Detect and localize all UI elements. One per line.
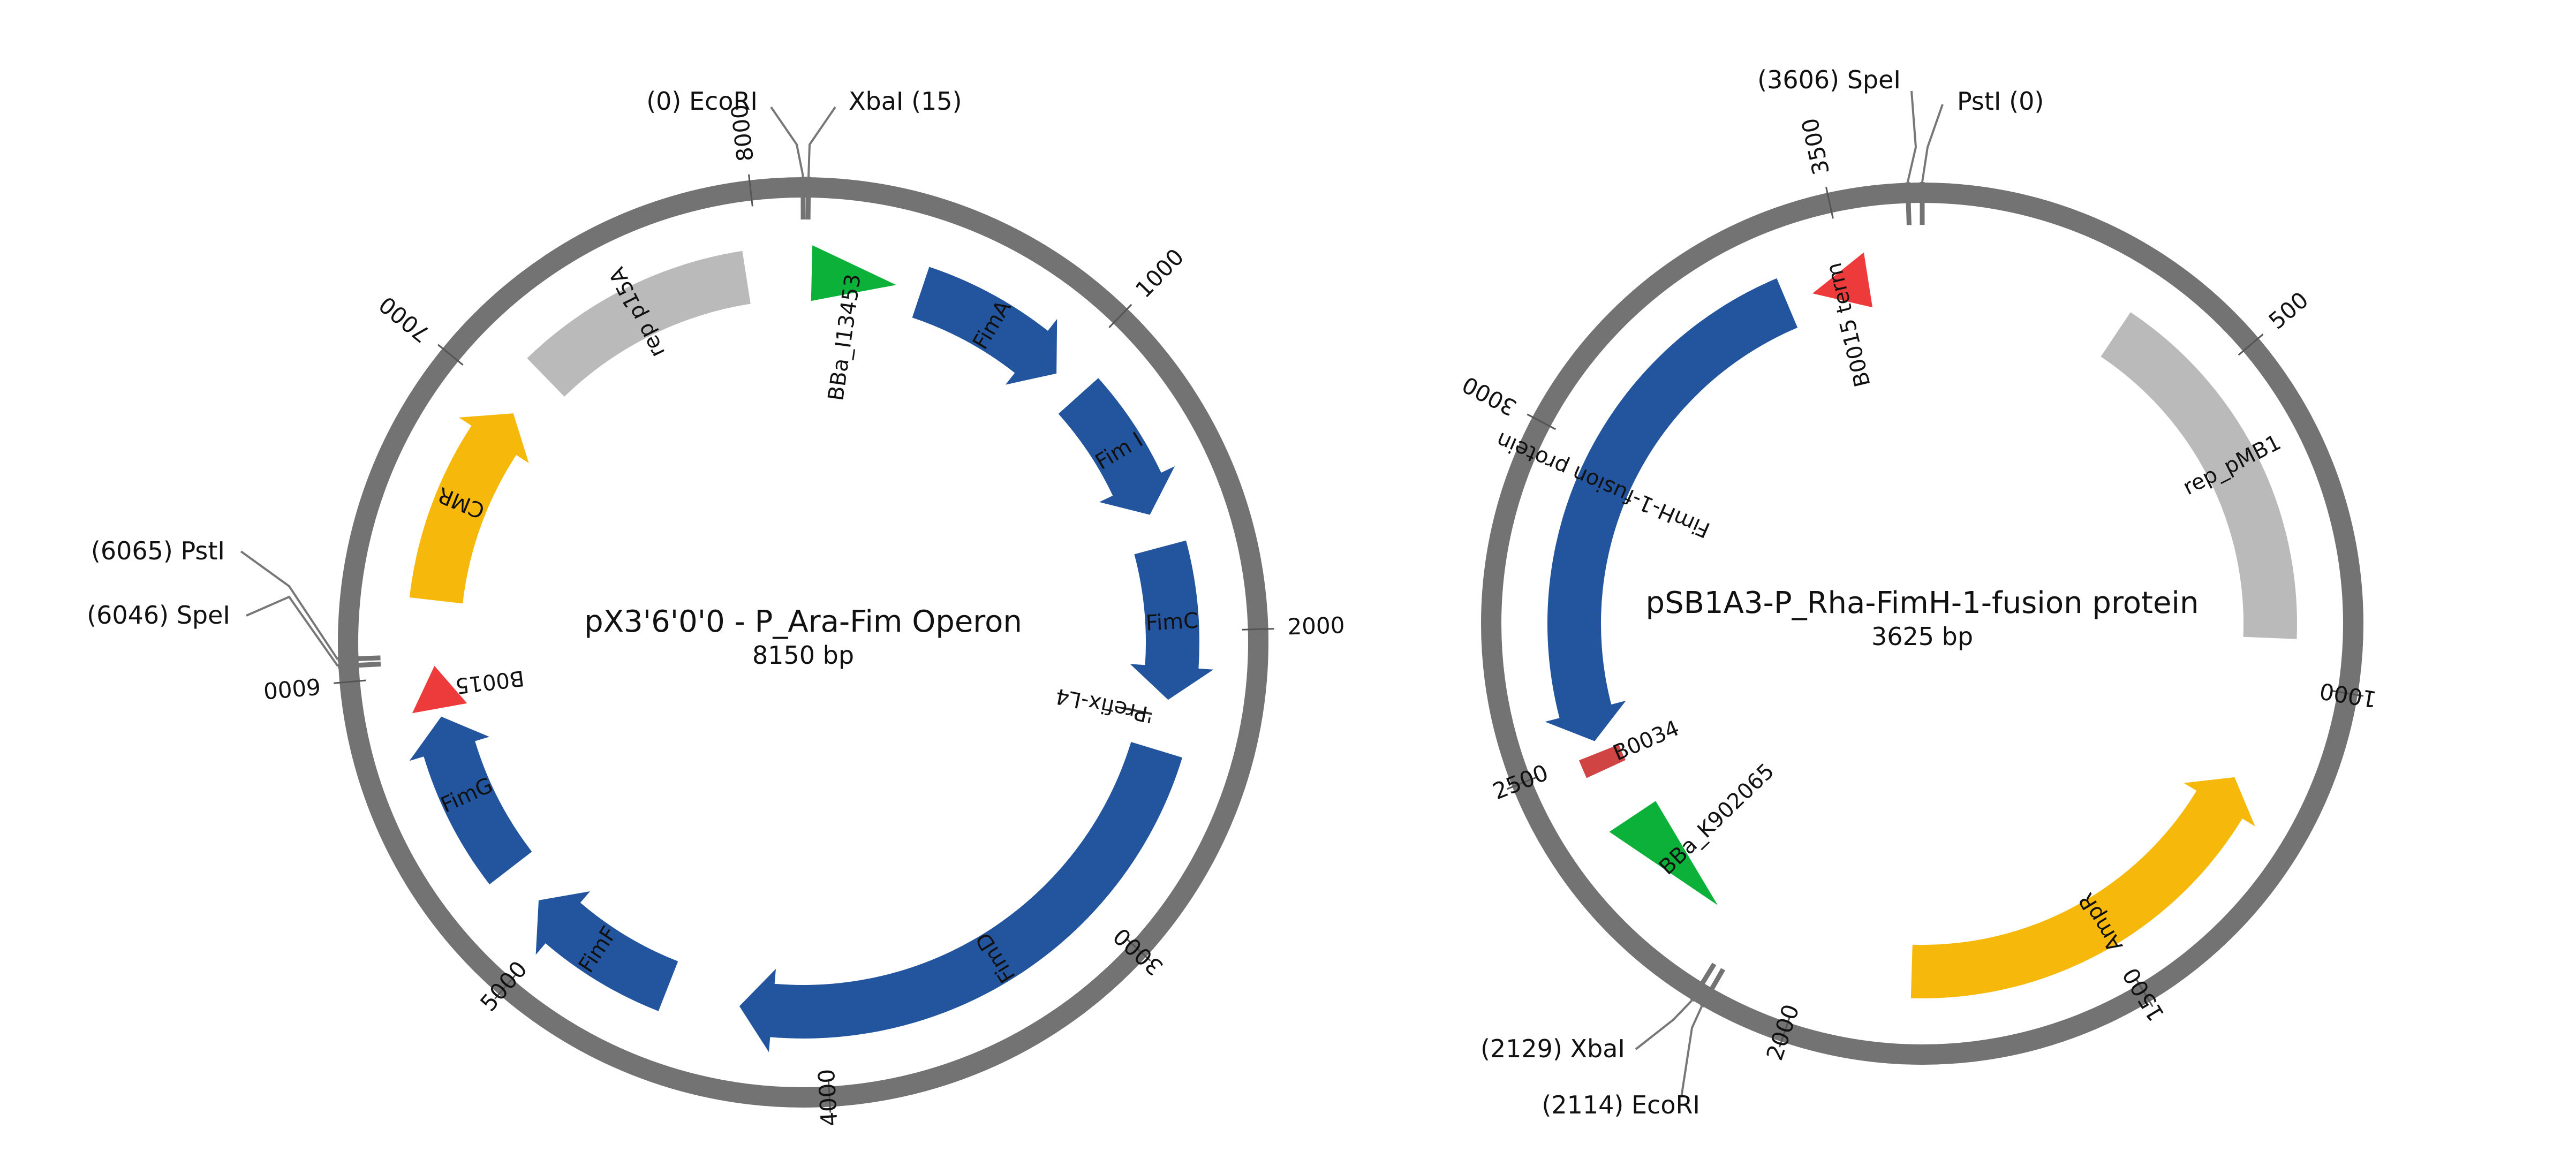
tick-mark xyxy=(827,1080,832,1113)
restriction-site-0-ecori: (0) EcoRI xyxy=(646,87,758,116)
site-leader-line xyxy=(807,106,836,177)
site-leader-line xyxy=(1906,90,1917,183)
site-marker xyxy=(805,177,811,220)
restriction-site-2129-xbai: (2129) XbaI xyxy=(1480,1034,1625,1063)
tick-label: 7000 xyxy=(374,291,435,348)
tick-label: 1000 xyxy=(1130,244,1189,303)
tick-mark xyxy=(2331,689,2364,697)
tick-mark xyxy=(1242,628,1274,631)
feature-b0015-label: B0015 xyxy=(454,665,526,698)
feature-prefix-l4-label: 'Prefix-L4 xyxy=(1053,683,1155,727)
restriction-site-3606-spei: (3606) SpeI xyxy=(1757,65,1901,94)
tick-label: 6000 xyxy=(262,673,322,704)
feature-b0015 xyxy=(412,665,467,714)
tick-label: 1000 xyxy=(2318,678,2378,713)
site-marker xyxy=(337,661,381,669)
site-marker xyxy=(1699,968,1726,1008)
tick-mark xyxy=(1778,1016,1791,1048)
feature-fimd xyxy=(739,742,1183,1052)
tick-mark xyxy=(1108,304,1132,328)
feature-fimc xyxy=(1130,540,1214,700)
tick-mark xyxy=(1506,776,1537,790)
site-marker xyxy=(1905,182,1912,225)
site-leader-line xyxy=(246,595,339,667)
feature-b0015-term xyxy=(1812,252,1873,308)
feature-b0034-label: B0034 xyxy=(1610,716,1683,766)
feature-bba-k902065-label: BBa_K902065 xyxy=(1655,759,1779,880)
tick-label: 4000 xyxy=(813,1069,843,1127)
site-leader-line xyxy=(240,550,339,660)
restriction-site-6046-spei: (6046) SpeI xyxy=(87,601,230,630)
plasmid-name-right: pSB1A3-P_Rha-FimH-1-fusion protein xyxy=(1646,586,2199,620)
tick-mark xyxy=(2135,979,2154,1007)
restriction-site-psti-0: PstI (0) xyxy=(1957,87,2044,116)
feature-rep-p15a xyxy=(527,251,751,397)
feature-b0034 xyxy=(1579,744,1626,778)
restriction-sites-right: (3606) SpeI PstI (0) (2129) XbaI (2114) Eco… xyxy=(1480,65,2044,1119)
feature-prefix-l4-marker xyxy=(1123,707,1152,715)
tick-mark xyxy=(1126,938,1151,961)
plasmid-name-left: pX3'6'0'0 - P_Ara-Fim Operon xyxy=(584,604,1022,639)
tick-mark xyxy=(334,679,366,684)
tick-mark xyxy=(494,974,517,999)
feature-fima xyxy=(912,267,1057,385)
site-marker xyxy=(337,655,381,662)
feature-bba-k902065 xyxy=(1609,801,1718,905)
site-leader-line xyxy=(1680,1006,1703,1098)
feature-fimh-1-fusion-protein xyxy=(1545,278,1798,741)
tick-mark xyxy=(747,174,753,207)
tick-mark xyxy=(437,344,464,366)
tick-label: 2000 xyxy=(1287,612,1345,640)
feature-fim-i xyxy=(1058,378,1175,515)
tick-label: 500 xyxy=(2264,286,2314,334)
feature-fimc-label: FimC xyxy=(1145,609,1199,636)
site-leader-line xyxy=(770,106,804,177)
feature-ampr xyxy=(1910,777,2255,998)
tick-mark xyxy=(1825,187,1834,219)
plasmid-size-left: 8150 bp xyxy=(752,641,854,670)
restriction-site-2114-ecori: (2114) EcoRI xyxy=(1542,1090,1700,1119)
restriction-site-xbai-15: XbaI (15) xyxy=(849,87,962,116)
feature-rep-pmb1 xyxy=(2101,312,2297,639)
site-leader-line xyxy=(1635,999,1693,1050)
feature-fimg xyxy=(409,716,532,885)
tick-label: 3000 xyxy=(1458,371,1521,421)
feature-bba-i13453 xyxy=(811,245,896,301)
tick-label: 8000 xyxy=(726,103,759,163)
plasmid-size-right: 3625 bp xyxy=(1871,622,1973,651)
feature-fimf xyxy=(535,891,678,1011)
site-marker xyxy=(1689,963,1717,1002)
tick-mark xyxy=(2238,334,2264,356)
site-leader-line xyxy=(1921,104,1944,183)
restriction-sites-left: (0) EcoRI XbaI (15) (6065) PstI (6046) SpeI xyxy=(87,87,962,669)
tick-label: 3500 xyxy=(1796,116,1834,177)
tick-mark xyxy=(1527,413,1556,430)
feature-cmr xyxy=(409,413,529,604)
restriction-site-6065-psti: (6065) PstI xyxy=(91,536,225,565)
